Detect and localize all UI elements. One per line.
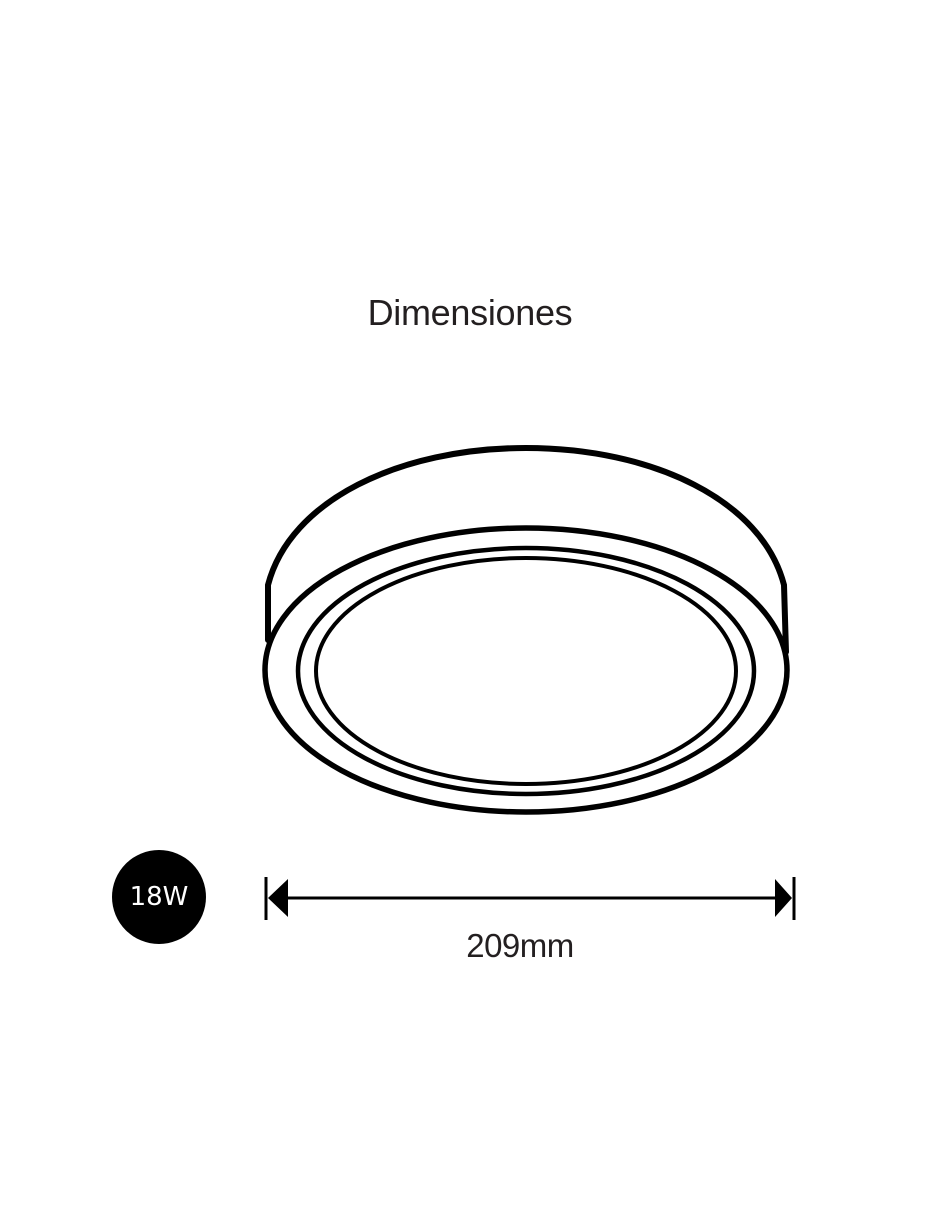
wattage-label: 18W [129, 882, 189, 912]
outer-ring [262, 525, 790, 815]
wattage-badge: 18W [112, 850, 206, 944]
middle-ring [295, 545, 757, 797]
arrowhead-left-icon [268, 879, 288, 917]
housing-back-rim [265, 444, 789, 655]
page-title: Dimensiones [367, 292, 573, 333]
dimension-arrow [264, 877, 796, 920]
arrowhead-right-icon [775, 879, 792, 917]
dimension-label: 209mm [466, 927, 574, 964]
inner-ring [314, 556, 738, 786]
